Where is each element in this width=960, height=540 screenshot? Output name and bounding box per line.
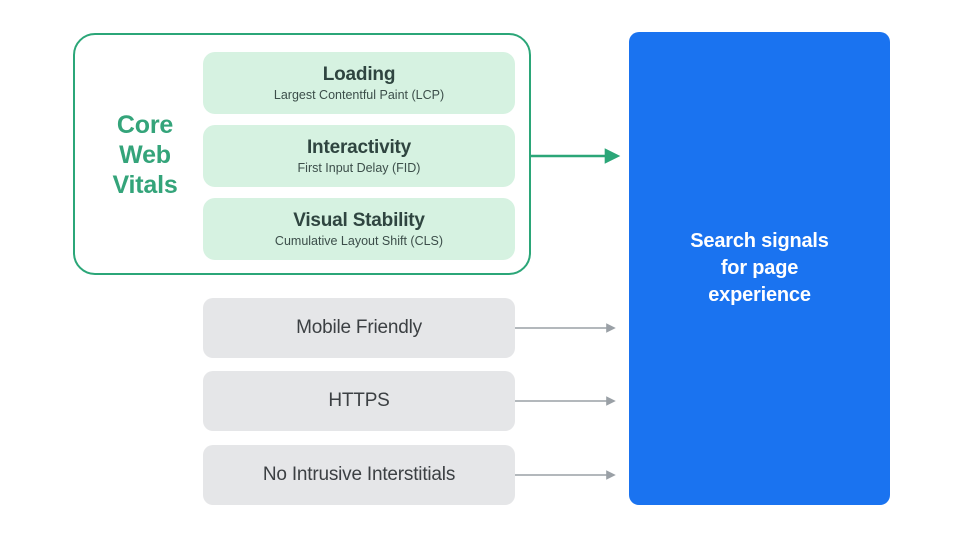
metric-subtitle-visual-stability: Cumulative Layout Shift (CLS) <box>274 234 444 248</box>
core-web-vitals-label-line-2: Web <box>119 141 171 169</box>
core-web-vitals-container <box>73 33 531 275</box>
metric-title-interactivity: Interactivity <box>306 137 412 158</box>
metric-title-loading: Loading <box>322 64 396 85</box>
search-signals-panel-text: Search signals for page experience <box>690 230 829 306</box>
metric-title-visual-stability: Visual Stability <box>293 210 425 231</box>
metric-subtitle-loading: Largest Contentful Paint (LCP) <box>273 88 445 102</box>
search-signals-panel: Search signals for page experience <box>629 32 890 505</box>
metric-card-visual-stability[interactable]: Visual Stability Cumulative Layout Shift… <box>203 198 515 260</box>
metric-card-loading[interactable]: Loading Largest Contentful Paint (LCP) <box>203 52 515 114</box>
metric-card-interactivity[interactable]: Interactivity First Input Delay (FID) <box>203 125 515 187</box>
signal-label-https: HTTPS <box>328 390 390 411</box>
signal-label-no-intrusive-interstitials: No Intrusive Interstitials <box>262 464 456 485</box>
signal-label-mobile-friendly: Mobile Friendly <box>296 317 422 338</box>
signal-card-no-intrusive-interstitials[interactable]: No Intrusive Interstitials <box>203 445 515 505</box>
signal-card-mobile-friendly[interactable]: Mobile Friendly <box>203 298 515 358</box>
core-web-vitals-label-line-3: Vitals <box>112 171 178 199</box>
core-web-vitals-label: Core Web Vitals <box>95 110 195 200</box>
metric-subtitle-interactivity: First Input Delay (FID) <box>297 161 421 175</box>
core-web-vitals-label-line-1: Core <box>116 111 174 139</box>
signal-card-https[interactable]: HTTPS <box>203 371 515 431</box>
